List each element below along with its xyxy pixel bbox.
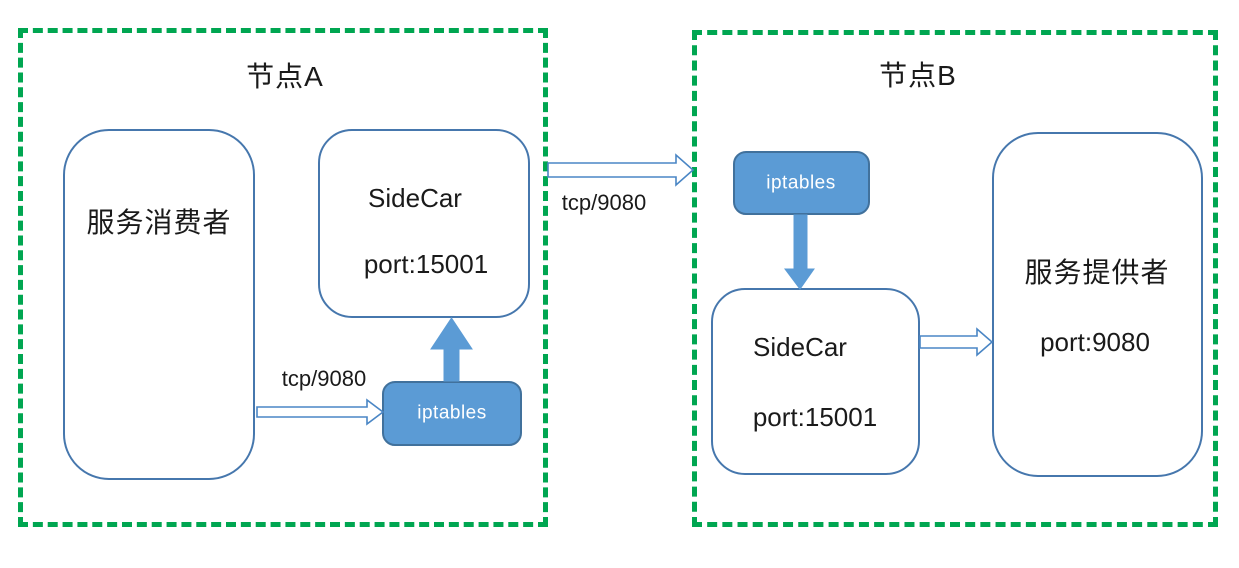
service-consumer-box [63, 129, 255, 480]
sidecar-a-name: SideCar [368, 183, 462, 213]
tcp-9080-label-link: tcp/9080 [561, 190, 647, 215]
node-b-container [692, 30, 1218, 527]
tcp-9080-label-a: tcp/9080 [281, 366, 367, 391]
service-consumer-label: 服务消费者 [86, 207, 232, 238]
service-provider-box [992, 132, 1203, 477]
node-b-title: 节点B [879, 60, 957, 91]
sidecar-b-port: port:15001 [752, 402, 878, 432]
iptables-a-box [382, 381, 522, 446]
node-a-to-node-b-arrow-icon [547, 153, 695, 187]
node-a-title: 节点A [246, 61, 324, 92]
service-provider-label: 服务提供者 [1024, 257, 1170, 288]
iptables-a-label: iptables [417, 402, 487, 424]
sidecar-b-name: SideCar [753, 332, 847, 362]
sidecar-a-box [318, 129, 530, 318]
iptables-b-box [733, 151, 870, 215]
service-provider-port: port:9080 [1040, 327, 1150, 357]
sidecar-b-box [711, 288, 920, 475]
iptables-b-label: iptables [766, 172, 836, 194]
sidecar-a-port: port:15001 [363, 249, 489, 279]
node-a-container [18, 28, 548, 527]
